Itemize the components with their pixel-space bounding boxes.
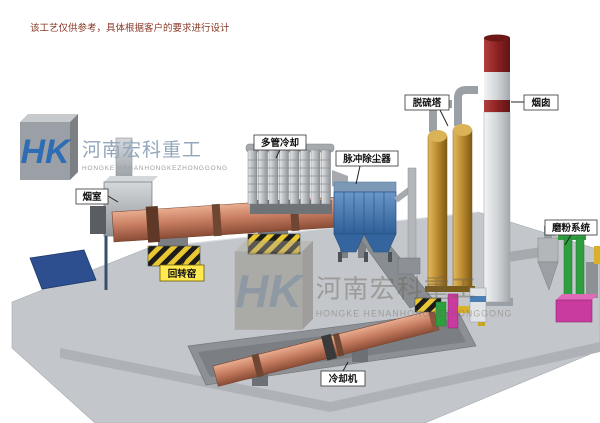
label-rotary-kiln: 回转窑	[159, 251, 205, 282]
kiln-head-equipment-cluster	[414, 287, 487, 329]
label-text: 脉冲除尘器	[342, 153, 391, 165]
brand-name-en: HONGKE HENANHONGKEZHONGGONG	[316, 308, 513, 318]
brand-monogram: HK	[235, 265, 304, 317]
label-multi-tube-cooler: 多管冷却	[253, 134, 307, 159]
label-text: 烟室	[82, 191, 102, 203]
brand-name-cn: 河南宏科重工	[316, 274, 478, 303]
label-text: 磨粉系统	[551, 222, 591, 234]
brand-watermark-center: HK 河南宏科重工 HONGKE HENANHONGKEZHONGGONG	[234, 240, 513, 330]
label-grinding-system: 磨粉系统	[544, 219, 598, 246]
blue-foundation-pad	[29, 249, 97, 290]
label-text: 回转窑	[168, 268, 197, 280]
disclaimer-text: 该工艺仅供参考，具体根据客户的要求进行设计	[30, 22, 230, 34]
label-chimney: 烟囱	[511, 94, 559, 111]
id-fan-and-pipe	[397, 167, 421, 275]
equipment-labels: 烟室 回转窑 多管冷却 脉冲除尘器 脱硫塔 烟囱	[75, 94, 598, 387]
label-text: 脱硫塔	[413, 97, 442, 109]
label-text: 多管冷却	[261, 137, 299, 149]
label-pulse-dust-collector: 脉冲除尘器	[335, 150, 399, 185]
label-cooling-machine: 冷却机	[320, 361, 366, 387]
brand-name-cn: 河南宏科重工	[82, 139, 202, 161]
brand-watermark-left: HK 河南宏科重工 HONGKE HENANHONGKEZHONGGONG	[20, 114, 228, 180]
cooling-machine	[212, 309, 440, 387]
brand-name-en: HONGKE HENANHONGKEZHONGGONG	[82, 165, 228, 172]
label-desulfurization-tower: 脱硫塔	[404, 94, 450, 127]
pulse-dust-collector	[333, 172, 415, 262]
brand-monogram: HK	[20, 133, 72, 171]
label-text: 冷却机	[329, 373, 358, 385]
label-smoke-chamber: 烟室	[75, 188, 119, 205]
label-text: 烟囱	[531, 97, 550, 109]
multi-tube-cooler	[245, 143, 348, 214]
chimney	[481, 34, 513, 306]
